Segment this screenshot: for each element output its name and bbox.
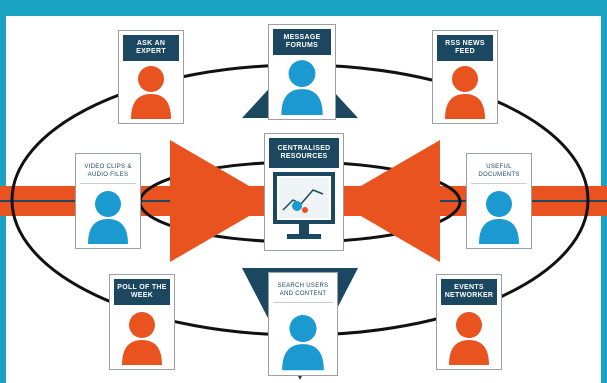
node-card-useful-documents: USEFUL DOCUMENTS [466, 153, 532, 249]
node-label: VIDEO CLIPS & AUDIO FILES [80, 158, 136, 184]
node-label: MESSAGE FORUMS [273, 29, 331, 55]
right-arrow [335, 140, 440, 262]
center-card: CENTRALISED RESOURCES [264, 133, 344, 251]
person-icon [281, 60, 323, 115]
person-icon [131, 66, 171, 119]
left-arrow [170, 140, 275, 262]
node-card-message-forums: MESSAGE FORUMS [268, 24, 336, 120]
node-label: USEFUL DOCUMENTS [471, 158, 527, 184]
node-label: SEARCH USERS AND CONTENT [273, 277, 333, 303]
node-card-video-clips: VIDEO CLIPS & AUDIO FILES [75, 153, 141, 249]
person-icon [449, 312, 489, 365]
node-label: POLL OF THE WEEK [114, 279, 170, 305]
person-icon [88, 191, 128, 244]
node-label: EVENTS NETWORKER [441, 279, 497, 305]
person-icon [282, 314, 324, 371]
node-card-events-networker: EVENTS NETWORKER [436, 274, 502, 370]
node-card-poll-of-the-week: POLL OF THE WEEK [109, 274, 175, 370]
person-icon [479, 191, 519, 244]
node-card-rss-news-feed: RSS NEWS FEED [432, 30, 498, 124]
person-icon [445, 66, 485, 119]
node-label: RSS NEWS FEED [437, 35, 493, 61]
node-card-ask-an-expert: ASK AN EXPERT [118, 30, 184, 124]
person-icon [122, 312, 162, 365]
monitor-icon [273, 172, 335, 239]
node-card-search-users: SEARCH USERS AND CONTENT [268, 272, 338, 376]
node-label: ASK AN EXPERT [123, 35, 179, 61]
center-label: CENTRALISED RESOURCES [269, 138, 339, 168]
